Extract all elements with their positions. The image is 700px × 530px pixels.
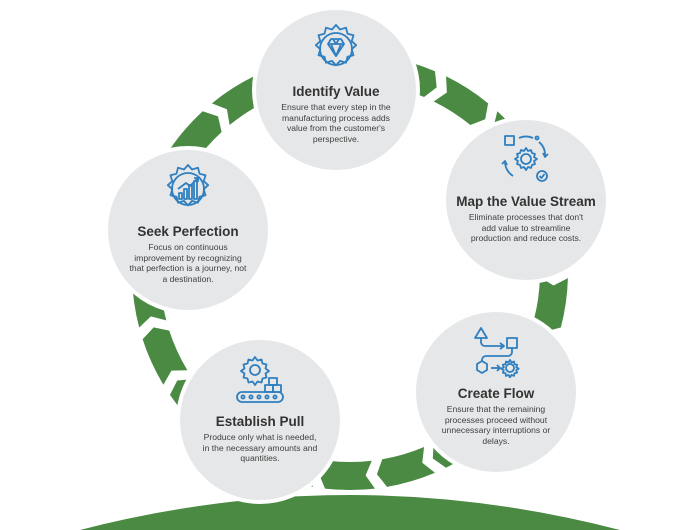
step-description: Ensure that every step in the manufactur…: [281, 102, 391, 144]
step-create-flow: Create Flow Ensure that the remaining pr…: [416, 312, 576, 472]
step-map-value-stream: Map the Value Stream Eliminate processes…: [446, 120, 606, 280]
step-title: Create Flow: [457, 386, 535, 401]
step-title: Establish Pull: [215, 414, 305, 429]
ring-segment: [433, 76, 489, 125]
ring-segment: [318, 460, 375, 490]
step-description: Ensure that the remaining processes proc…: [441, 404, 551, 446]
ring-segment: [533, 277, 568, 332]
step-description: Focus on continuous improvement by recog…: [129, 242, 247, 284]
ring-segment: [376, 446, 435, 487]
step-seek-perfection: Seek Perfection Focus on continuous impr…: [108, 150, 268, 310]
conveyor-gear-icon: [233, 352, 287, 406]
ring-segment: [142, 327, 188, 385]
step-identify-value: Identify Value Ensure that every step in…: [256, 10, 416, 170]
bottom-arc-decoration: [80, 495, 620, 530]
step-description: Eliminate processes that don't add value…: [468, 212, 584, 243]
step-title: Identify Value: [292, 84, 380, 99]
step-establish-pull: Establish Pull Produce only what is need…: [180, 340, 340, 500]
ring-segment: [169, 111, 222, 165]
step-title: Map the Value Stream: [456, 194, 596, 209]
flowchart-icon: [469, 324, 523, 379]
growth-chart-gear-icon: [161, 162, 215, 216]
step-title: Seek Perfection: [137, 224, 239, 239]
step-description: Produce only what is needed, in the nece…: [202, 432, 318, 463]
process-cycle-gear-icon: [499, 132, 553, 186]
diamond-gear-icon: [309, 22, 363, 76]
ring-segment: [211, 76, 268, 125]
